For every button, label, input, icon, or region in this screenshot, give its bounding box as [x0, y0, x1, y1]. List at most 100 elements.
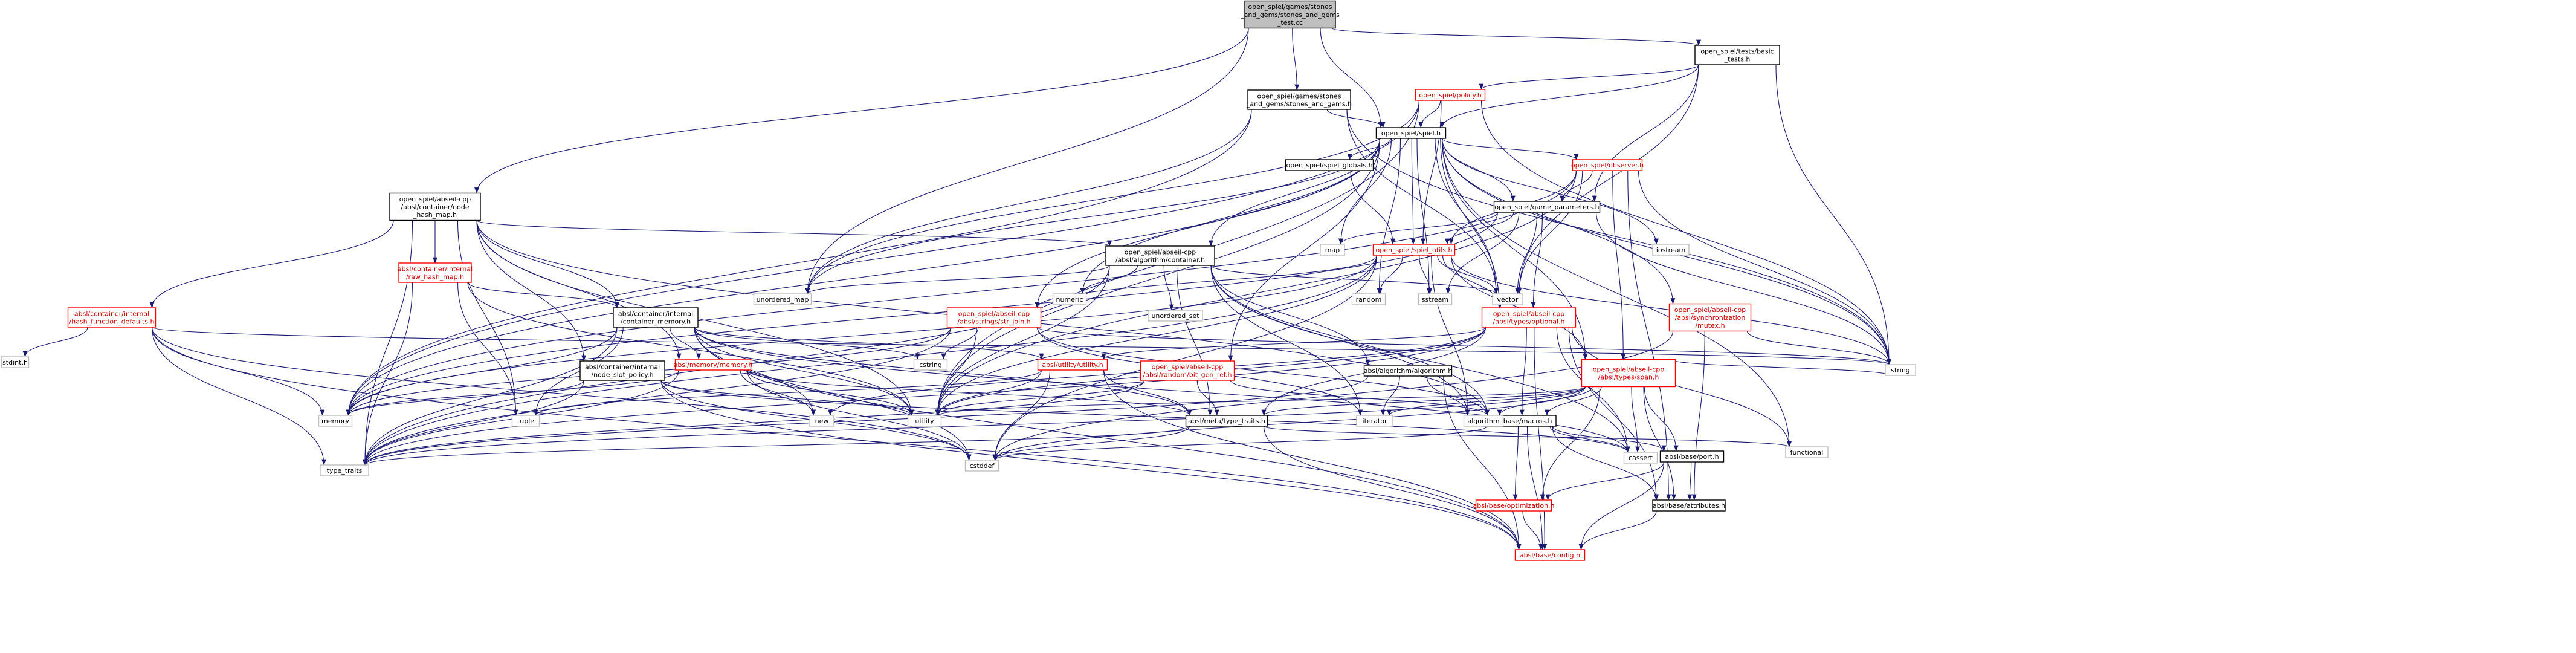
node-str_join[interactable]: open_spiel/abseil-cpp/absl/strings/str_j…	[946, 307, 1042, 328]
edge-optional-to-functional	[1571, 326, 1792, 447]
node-box	[1623, 452, 1658, 464]
edge-container_memory-to-tuple	[533, 326, 624, 416]
node-numeric: numeric	[1052, 293, 1087, 305]
node-label: open_spiel/abseil-cpp	[399, 195, 471, 203]
edge-bit_gen_ref-to-type_traits	[363, 380, 1145, 466]
node-box	[1463, 415, 1504, 427]
node-utility_h[interactable]: absl/utility/utility.h	[1037, 359, 1108, 371]
node-label: functional	[1790, 449, 1824, 456]
node-mutex[interactable]: open_spiel/abseil-cpp/absl/synchronizati…	[1668, 303, 1752, 332]
node-attributes[interactable]: absl/base/attributes.h	[1652, 499, 1726, 512]
node-sag_h[interactable]: open_spiel/games/stones_and_gems/stones_…	[1246, 89, 1352, 110]
node-optional[interactable]: open_spiel/abseil-cpp/absl/types/optiona…	[1481, 307, 1577, 328]
node-root[interactable]: open_spiel/games/stones_and_gems/stones_…	[1240, 0, 1340, 29]
node-algorithm_h[interactable]: absl/algorithm/algorithm.h	[1364, 365, 1453, 377]
edge-utility_h-to-cstddef	[992, 369, 1051, 461]
node-label: absl/base/config.h	[1520, 551, 1580, 559]
edge-sag_h-to-spiel	[1326, 109, 1386, 128]
edge-node_hash_map-to-tuple	[457, 220, 518, 416]
node-node_slot_policy[interactable]: absl/container/internal/node_slot_policy…	[579, 360, 665, 381]
node-raw_hash_map[interactable]: absl/container/internal/raw_hash_map.h	[398, 262, 473, 283]
node-spiel_utils[interactable]: open_spiel/spiel_utils.h	[1372, 244, 1456, 256]
edge-container_memory-to-cassert	[694, 326, 1630, 453]
node-memory_h[interactable]: absl/memory/memory.h	[674, 359, 753, 371]
node-observer[interactable]: open_spiel/observer.h	[1571, 159, 1644, 171]
dependency-edges	[22, 27, 1891, 550]
node-label: open_spiel/policy.h	[1419, 91, 1482, 99]
node-label: /node_slot_policy.h	[591, 371, 653, 379]
node-cstring: cstring	[913, 359, 948, 371]
edge-algo_container-to-unordered_set	[1163, 265, 1174, 311]
node-label: open_spiel/games/stones	[1257, 93, 1341, 100]
node-label: random	[1356, 296, 1382, 304]
edge-observer-to-span	[1612, 170, 1626, 360]
node-span[interactable]: open_spiel/abseil-cpp/absl/types/span.h	[1581, 359, 1676, 388]
node-box	[946, 307, 1042, 328]
node-new: new	[809, 415, 834, 427]
edge-span-to-attributes	[1643, 386, 1676, 501]
node-box	[913, 359, 948, 371]
edge-optional-to-cassert	[1556, 326, 1630, 453]
node-label: cassert	[1629, 454, 1653, 462]
node-type_traits_h[interactable]: absl/meta/type_traits.h	[1185, 415, 1268, 427]
node-box	[1659, 450, 1725, 463]
node-box	[1418, 293, 1453, 305]
node-policy[interactable]: open_spiel/policy.h	[1415, 89, 1486, 101]
node-box	[1356, 415, 1393, 427]
node-port[interactable]: absl/base/port.h	[1659, 450, 1725, 463]
node-label: absl/algorithm/algorithm.h	[1364, 367, 1453, 375]
node-label: /container_memory.h	[621, 318, 691, 326]
node-stdint: stdint.h	[1, 356, 30, 368]
edge-hash_fn_defaults-to-cstddef	[151, 326, 972, 461]
node-container_memory[interactable]: absl/container/internal/container_memory…	[613, 307, 699, 328]
edge-span-to-cstddef	[992, 386, 1586, 461]
node-spiel_globals[interactable]: open_spiel/spiel_globals.h	[1285, 159, 1374, 171]
node-label: open_spiel/game_parameters.h	[1494, 203, 1599, 211]
node-box	[1375, 127, 1447, 139]
node-label: absl/memory/memory.h	[674, 361, 753, 369]
node-hash_fn_defaults[interactable]: absl/container/internal/hash_function_de…	[67, 307, 157, 328]
node-box	[511, 415, 540, 427]
edge-node_hash_map-to-algo_container	[476, 220, 1112, 247]
edge-policy-to-spiel	[1418, 100, 1441, 128]
node-box	[809, 415, 834, 427]
edge-span-to-utility	[935, 386, 1586, 416]
edge-spiel_globals-to-spiel_utils	[1350, 170, 1395, 245]
node-algo_container[interactable]: open_spiel/abseil-cpp/absl/algorithm/con…	[1105, 245, 1215, 266]
node-label: absl/container/internal	[398, 265, 473, 273]
edge-spiel_utils-to-memory	[346, 255, 1378, 416]
edge-optional-to-config	[1534, 326, 1548, 550]
node-config[interactable]: absl/base/config.h	[1514, 549, 1586, 561]
edge-sag_h-to-string	[1346, 109, 1891, 365]
node-optimization[interactable]: absl/base/optimization.h	[1473, 499, 1555, 512]
node-basic_tests[interactable]: open_spiel/tests/basic_tests.h	[1694, 45, 1780, 65]
node-cstddef: cstddef	[964, 460, 999, 472]
node-bit_gen_ref[interactable]: open_spiel/abseil-cpp/absl/random/bit_ge…	[1140, 360, 1235, 381]
edge-node_slot_policy-to-utility	[660, 380, 914, 416]
edge-bit_gen_ref-to-macros	[1230, 380, 1490, 416]
node-label: cstring	[919, 361, 942, 369]
edge-raw_hash_map-to-type_traits	[363, 282, 413, 466]
edge-memory_h-to-type_traits_h	[746, 369, 1192, 416]
node-label: map	[1325, 246, 1340, 254]
node-label: absl/base/macros.h	[1488, 417, 1552, 425]
edge-str_join-to-utility	[935, 326, 977, 416]
node-type_traits: type_traits	[320, 464, 369, 476]
node-box	[1351, 293, 1386, 305]
node-game_params[interactable]: open_spiel/game_parameters.h	[1493, 201, 1601, 213]
node-box	[1885, 364, 1916, 376]
node-box	[1694, 45, 1780, 65]
node-box	[398, 262, 472, 283]
node-label: /absl/types/optional.h	[1493, 318, 1565, 326]
node-box	[1148, 310, 1203, 322]
node-spiel[interactable]: open_spiel/spiel.h	[1375, 127, 1447, 139]
edge-sag_h-to-vector	[1346, 109, 1499, 294]
node-box	[964, 460, 999, 472]
node-label: iostream	[1656, 246, 1685, 254]
node-node_hash_map[interactable]: open_spiel/abseil-cpp/absl/container/nod…	[389, 192, 481, 221]
node-box	[1514, 549, 1586, 561]
node-label: cstddef	[970, 462, 995, 470]
edge-optional-to-type_traits	[363, 326, 1487, 466]
edge-span-to-optimization	[1540, 386, 1601, 501]
node-label: open_spiel/spiel.h	[1381, 129, 1441, 137]
